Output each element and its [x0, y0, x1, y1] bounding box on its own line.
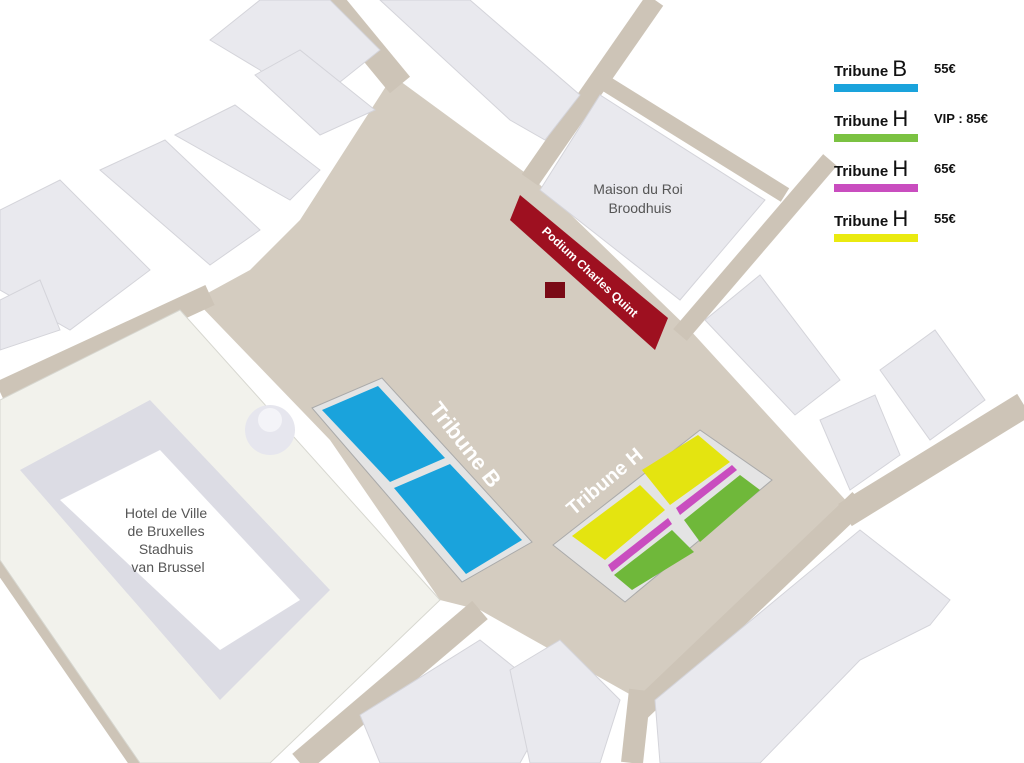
legend-letter: B	[892, 56, 908, 81]
legend-item-tribune-b: Tribune B 55€	[834, 56, 1024, 106]
legend-color-bar	[834, 134, 918, 142]
legend-color-bar	[834, 234, 918, 242]
tribune-h-purple-1[interactable]	[608, 518, 672, 572]
hotel-de-ville-label: Hotel de Ville de Bruxelles Stadhuis van…	[125, 505, 211, 575]
legend-price: 55€	[934, 211, 956, 226]
tribune-b-stand: Tribune B	[311, 377, 533, 583]
legend-color-bar	[834, 84, 918, 92]
surrounding-buildings	[0, 0, 986, 763]
tribune-h-stand: Tribune H	[552, 429, 773, 603]
tribune-h-green-2[interactable]	[684, 475, 760, 542]
tribune-h-yellow-1[interactable]	[572, 485, 665, 560]
legend-name: Tribune	[834, 113, 889, 130]
legend-color-bar	[834, 184, 918, 192]
price-legend: Tribune B 55€ Tribune H VIP : 85€ Tribun…	[834, 56, 1024, 256]
tribune-h-purple-2[interactable]	[676, 465, 737, 515]
legend-item-tribune-h-55: Tribune H 55€	[834, 206, 1024, 256]
legend-price: 55€	[934, 61, 956, 76]
legend-name: Tribune	[834, 213, 889, 230]
legend-letter: H	[892, 106, 909, 131]
legend-item-tribune-h-65: Tribune H 65€	[834, 156, 1024, 206]
legend-letter: H	[892, 156, 909, 181]
maison-du-roi-label: Maison du Roi Broodhuis	[593, 181, 686, 216]
hotel-de-ville-building: Hotel de Ville de Bruxelles Stadhuis van…	[0, 309, 441, 763]
legend-price: 65€	[934, 161, 956, 176]
tribune-b-section-1[interactable]	[322, 386, 445, 482]
tribune-h-green-1[interactable]	[614, 530, 694, 590]
legend-price: VIP : 85€	[934, 111, 988, 126]
tribune-b-section-2[interactable]	[394, 464, 522, 574]
legend-item-tribune-h-vip: Tribune H VIP : 85€	[834, 106, 1024, 156]
tribune-h-yellow-2[interactable]	[642, 435, 730, 505]
legend-name: Tribune	[834, 63, 889, 80]
legend-letter: H	[892, 206, 909, 231]
legend-name: Tribune	[834, 163, 889, 180]
